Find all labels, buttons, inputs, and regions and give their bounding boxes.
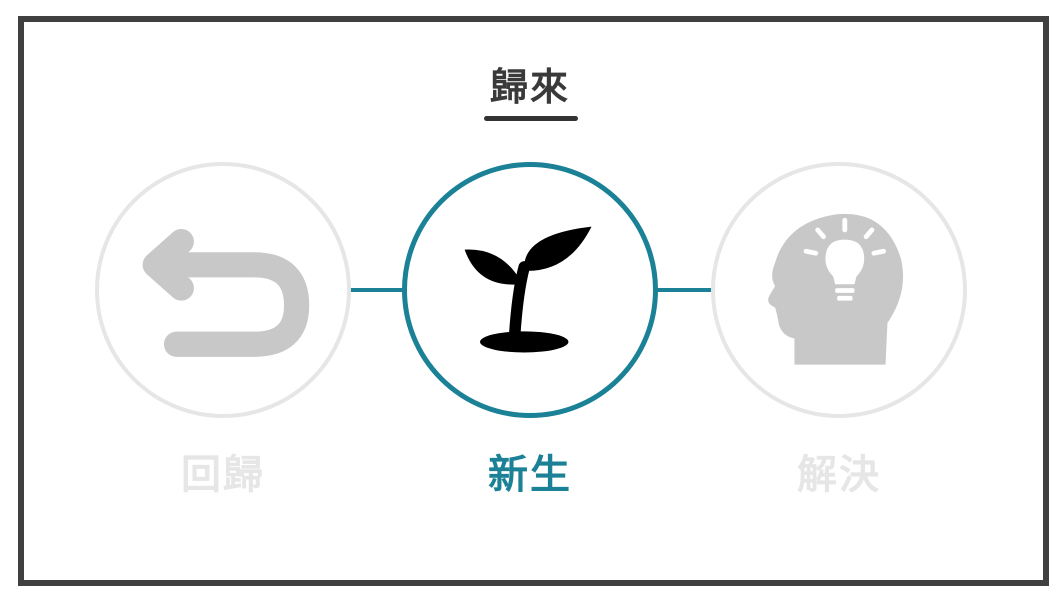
step-circle-return [95, 162, 351, 418]
connector-right [657, 288, 713, 292]
connector-left [350, 288, 404, 292]
sprout-icon [464, 226, 592, 353]
step-label-sprout: 新生 [488, 452, 572, 498]
diagram-title: 歸來 [489, 65, 570, 109]
title-underline [484, 116, 578, 121]
step-label-return: 回歸 [181, 452, 265, 498]
step-label-solve: 解決 [797, 452, 881, 498]
return-arrow-icon [142, 228, 310, 357]
head-lightbulb-icon [768, 213, 904, 365]
step-circle-solve [711, 162, 967, 418]
step-circle-sprout [402, 162, 658, 418]
